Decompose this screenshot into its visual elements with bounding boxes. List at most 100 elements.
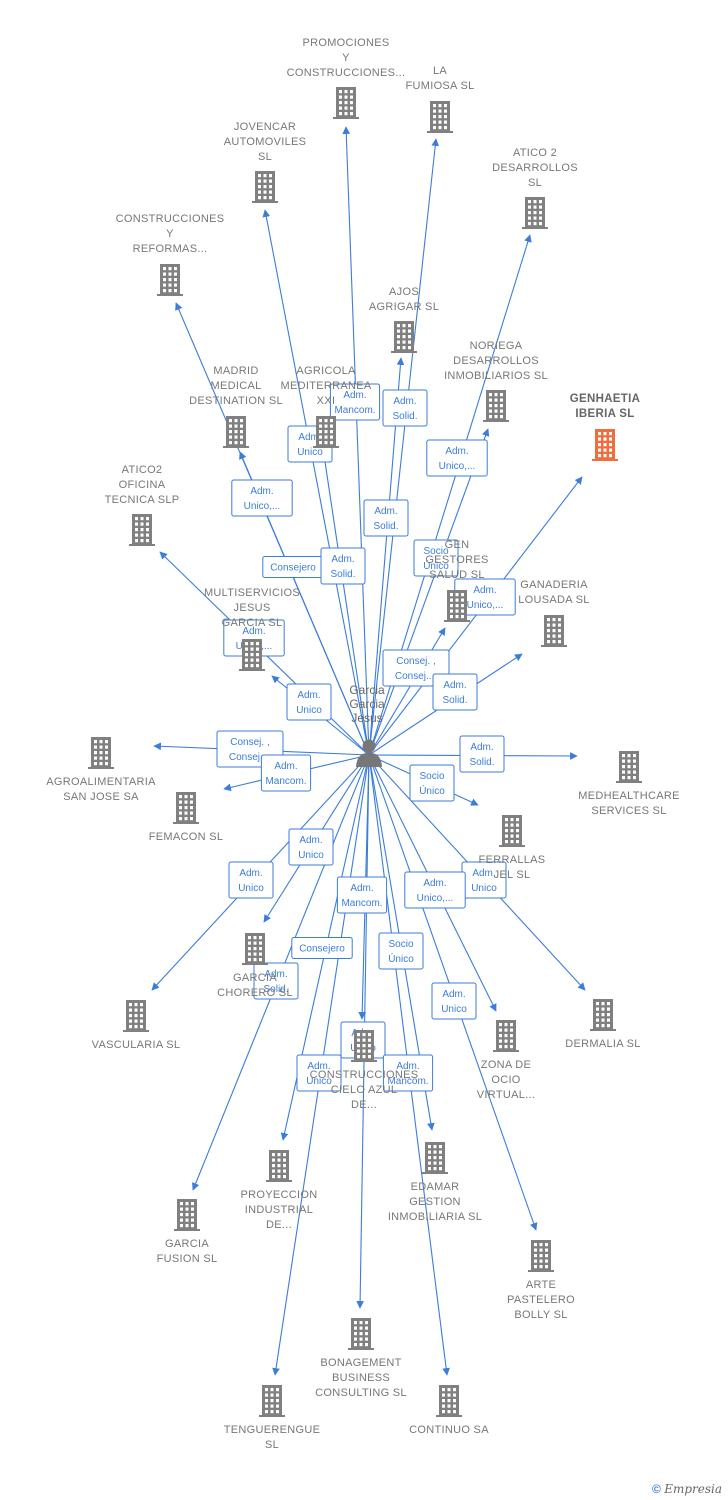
company-name[interactable]: MEDITERRANEA bbox=[281, 380, 372, 392]
company-name[interactable]: CONTINUO SA bbox=[409, 1424, 489, 1436]
company-name[interactable]: SL bbox=[258, 151, 272, 163]
company-name[interactable]: MADRID bbox=[213, 365, 258, 377]
company-name[interactable]: VIRTUAL... bbox=[477, 1089, 535, 1101]
company-name[interactable]: GESTORES bbox=[425, 554, 488, 566]
company-name[interactable]: FUMIOSA SL bbox=[405, 80, 474, 92]
company-node-dermalia[interactable]: DERMALIA SL bbox=[565, 999, 640, 1050]
building-icon[interactable] bbox=[427, 101, 453, 133]
company-node-construcciones-cielo[interactable]: CONSTRUCCIONES CIELO AZUL DE... bbox=[310, 1030, 419, 1111]
company-node-proyeccion[interactable]: PROYECCIONINDUSTRIALDE... bbox=[241, 1150, 318, 1231]
building-icon[interactable] bbox=[592, 429, 618, 461]
company-name[interactable]: BUSINESS bbox=[332, 1372, 390, 1384]
building-icon[interactable] bbox=[436, 1385, 462, 1417]
building-icon[interactable] bbox=[422, 1142, 448, 1174]
company-name[interactable]: TENGUERENGUE bbox=[224, 1424, 321, 1436]
company-name[interactable]: ATICO 2 bbox=[513, 147, 557, 159]
company-node-atico2-desarrollos[interactable]: ATICO 2 DESARROLLOS SL bbox=[492, 147, 578, 229]
person-name[interactable]: Garcia bbox=[349, 697, 385, 711]
company-name[interactable]: EDAMAR bbox=[411, 1181, 460, 1193]
company-name[interactable]: GANADERIA bbox=[520, 579, 588, 591]
building-icon[interactable] bbox=[313, 416, 339, 448]
company-name[interactable]: SL bbox=[528, 177, 542, 189]
company-node-promociones[interactable]: PROMOCIONESYCONSTRUCCIONES... bbox=[287, 37, 406, 119]
company-name[interactable]: VASCULARIA SL bbox=[92, 1039, 181, 1051]
building-icon[interactable] bbox=[590, 999, 616, 1031]
company-name[interactable]: GEN bbox=[445, 539, 470, 551]
company-name[interactable]: JEL SL bbox=[494, 869, 531, 881]
company-name[interactable]: JOVENCAR bbox=[234, 121, 296, 133]
company-name[interactable]: AGRICOLA bbox=[296, 365, 356, 377]
building-icon[interactable] bbox=[88, 737, 114, 769]
person-icon[interactable] bbox=[356, 739, 382, 768]
company-node-femacon[interactable]: FEMACON SL bbox=[149, 792, 224, 843]
company-name[interactable]: OFICINA bbox=[119, 479, 166, 491]
company-name[interactable]: SAN JOSE SA bbox=[63, 791, 139, 803]
building-icon[interactable] bbox=[266, 1150, 292, 1182]
company-name[interactable]: Y bbox=[342, 52, 350, 64]
building-icon[interactable] bbox=[129, 514, 155, 546]
company-node-tenguerengue[interactable]: TENGUERENGUE SL bbox=[224, 1385, 321, 1451]
company-name[interactable]: IBERIA SL bbox=[575, 408, 634, 420]
company-name[interactable]: AGROALIMENTARIA bbox=[46, 776, 156, 788]
company-name[interactable]: REFORMAS... bbox=[133, 243, 208, 255]
company-name[interactable]: PROMOCIONES bbox=[302, 37, 389, 49]
company-name[interactable]: LA bbox=[433, 65, 447, 77]
company-name[interactable]: CIELO AZUL bbox=[331, 1084, 398, 1096]
company-node-vascularia[interactable]: VASCULARIA SL bbox=[92, 1000, 181, 1051]
company-name[interactable]: Y bbox=[166, 228, 174, 240]
brand-name[interactable]: Empresia bbox=[664, 1482, 722, 1496]
company-name[interactable]: ATICO2 bbox=[122, 464, 163, 476]
company-name[interactable]: OCIO bbox=[491, 1074, 520, 1086]
company-name[interactable]: CONSTRUCCIONES bbox=[116, 213, 225, 225]
company-name[interactable]: BOLLY SL bbox=[514, 1309, 567, 1321]
building-icon[interactable] bbox=[493, 1020, 519, 1052]
company-name[interactable]: GARCIA SL bbox=[222, 617, 283, 629]
company-name[interactable]: LOUSADA SL bbox=[518, 594, 589, 606]
company-node-la-fumiosa[interactable]: LA FUMIOSA SL bbox=[405, 65, 474, 133]
company-name[interactable]: BONAGEMENT bbox=[320, 1357, 401, 1369]
building-icon[interactable] bbox=[444, 590, 470, 622]
company-name[interactable]: ARTE bbox=[526, 1279, 556, 1291]
building-icon[interactable] bbox=[616, 751, 642, 783]
building-icon[interactable] bbox=[123, 1000, 149, 1032]
building-icon[interactable] bbox=[483, 390, 509, 422]
company-name[interactable]: MULTISERVICIOS bbox=[204, 587, 300, 599]
company-name[interactable]: MEDICAL bbox=[211, 380, 262, 392]
building-icon[interactable] bbox=[259, 1385, 285, 1417]
company-node-construcciones-reformas[interactable]: CONSTRUCCIONES Y REFORMAS... bbox=[116, 213, 225, 296]
building-icon[interactable] bbox=[499, 815, 525, 847]
building-icon[interactable] bbox=[541, 615, 567, 647]
company-name[interactable]: JESUS bbox=[234, 602, 271, 614]
company-name[interactable]: ZONA DE bbox=[481, 1059, 531, 1071]
company-name[interactable]: DE... bbox=[351, 1099, 377, 1111]
building-icon[interactable] bbox=[174, 1199, 200, 1231]
building-icon[interactable] bbox=[173, 792, 199, 824]
company-name[interactable]: FUSION SL bbox=[157, 1253, 218, 1265]
company-name[interactable]: DESARROLLOS bbox=[492, 162, 578, 174]
company-name[interactable]: GESTION bbox=[409, 1196, 461, 1208]
company-name[interactable]: MEDHEALTHCARE bbox=[578, 790, 680, 802]
building-icon[interactable] bbox=[522, 197, 548, 229]
company-name[interactable]: SL bbox=[265, 1439, 279, 1451]
company-name[interactable]: GENHAETIA bbox=[570, 393, 640, 405]
company-name[interactable]: INMOBILIARIA SL bbox=[388, 1211, 482, 1223]
company-name[interactable]: SERVICES SL bbox=[591, 805, 666, 817]
building-icon[interactable] bbox=[391, 321, 417, 353]
company-name[interactable]: INMOBILIARIOS SL bbox=[444, 370, 548, 382]
building-icon[interactable] bbox=[239, 639, 265, 671]
company-name[interactable]: DE... bbox=[266, 1219, 292, 1231]
company-name[interactable]: CONSTRUCCIONES bbox=[310, 1069, 419, 1081]
company-name[interactable]: PROYECCION bbox=[241, 1189, 318, 1201]
building-icon[interactable] bbox=[351, 1030, 377, 1062]
company-node-edamar[interactable]: EDAMAR GESTION INMOBILIARIA SL bbox=[388, 1142, 482, 1223]
